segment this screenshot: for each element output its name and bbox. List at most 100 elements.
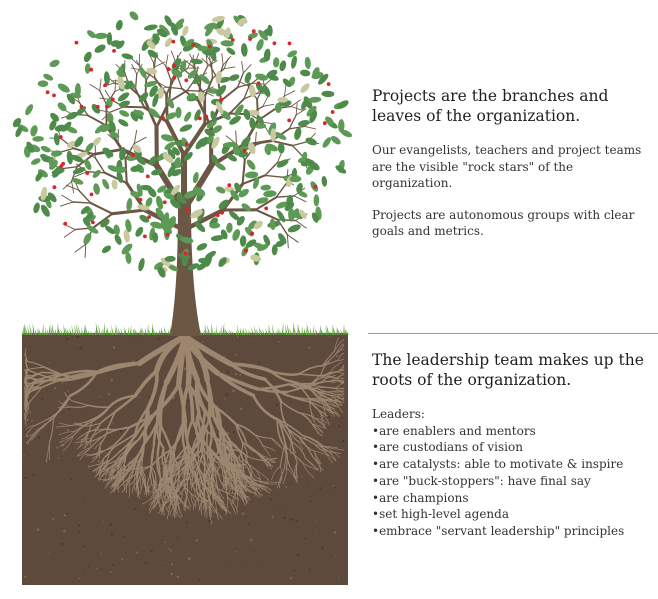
- root: [196, 475, 202, 488]
- branch: [181, 122, 207, 158]
- leaf: [148, 108, 160, 118]
- root: [228, 480, 236, 493]
- grass-blade: [147, 323, 149, 335]
- soil-speck: [289, 517, 291, 520]
- soil-speck: [167, 547, 170, 550]
- grass-blade: [340, 328, 343, 335]
- leader-trait: are champions: [372, 490, 654, 507]
- grass-blade: [160, 327, 163, 335]
- leaf: [106, 32, 113, 45]
- soil-speck: [170, 563, 174, 566]
- branch: [72, 201, 92, 204]
- soil-speck: [320, 434, 324, 437]
- root: [64, 393, 75, 402]
- root: [314, 417, 328, 424]
- leaf: [287, 50, 298, 58]
- soil-speck: [66, 429, 70, 432]
- leaf: [66, 150, 73, 165]
- branch: [201, 58, 211, 67]
- leaf: [279, 60, 287, 72]
- grass-blade: [242, 327, 244, 335]
- soil-speck: [297, 343, 299, 345]
- berry: [287, 41, 292, 46]
- soil-speck: [337, 577, 340, 579]
- roots-section: The leadership team makes up the roots o…: [372, 350, 654, 540]
- branch: [165, 119, 187, 158]
- leaf: [157, 266, 166, 278]
- soil-speck: [56, 446, 59, 449]
- soil-speck: [53, 387, 57, 390]
- root: [286, 467, 298, 484]
- root: [25, 391, 29, 414]
- soil-speck: [271, 516, 274, 519]
- root: [256, 470, 262, 483]
- leaf: [49, 119, 57, 131]
- leaf: [288, 207, 295, 222]
- leaf: [117, 75, 125, 90]
- root: [323, 446, 345, 451]
- root: [23, 412, 27, 422]
- grass-blade: [74, 324, 77, 335]
- leaf: [115, 166, 127, 173]
- soil-speck: [193, 439, 195, 441]
- leaf: [209, 222, 221, 229]
- root: [302, 462, 318, 471]
- leaf: [243, 109, 251, 120]
- soil-speck: [96, 567, 99, 570]
- branch: [130, 57, 141, 67]
- grass-blade: [63, 323, 66, 335]
- root: [319, 445, 334, 454]
- grass-blade: [106, 326, 110, 335]
- root: [214, 406, 238, 426]
- root: [251, 480, 262, 492]
- root: [76, 441, 90, 450]
- soil-speck: [46, 389, 48, 392]
- root: [285, 423, 297, 440]
- root: [277, 418, 303, 437]
- berry: [322, 121, 327, 126]
- root: [121, 468, 123, 481]
- grass-blade: [65, 327, 68, 335]
- leaf: [234, 104, 244, 117]
- branch: [133, 129, 138, 144]
- root: [135, 475, 141, 491]
- branch: [183, 59, 194, 68]
- root: [236, 460, 245, 479]
- berry: [330, 110, 335, 114]
- berry: [145, 174, 150, 179]
- root: [218, 497, 232, 515]
- root: [312, 384, 335, 390]
- root: [114, 394, 137, 413]
- root: [125, 477, 129, 494]
- grass-blade: [81, 326, 83, 335]
- root: [167, 484, 174, 501]
- soil-speck: [65, 337, 69, 341]
- grass-blade: [83, 324, 86, 335]
- root: [240, 488, 246, 506]
- leaf: [84, 159, 92, 170]
- root: [96, 468, 110, 475]
- soil-speck: [293, 569, 296, 572]
- root: [295, 439, 304, 451]
- root: [322, 447, 337, 461]
- grass-blade: [134, 328, 138, 335]
- grass-blade: [101, 328, 103, 335]
- root: [87, 422, 101, 433]
- leaf: [135, 226, 144, 237]
- branch: [197, 100, 213, 129]
- leaf: [278, 233, 287, 245]
- soil-speck: [201, 341, 204, 343]
- leaf: [125, 252, 132, 264]
- soil-speck: [291, 518, 295, 521]
- root: [115, 432, 137, 447]
- root: [302, 462, 315, 479]
- leaf: [170, 22, 179, 36]
- soil-speck: [259, 374, 261, 377]
- root: [290, 440, 298, 463]
- root: [149, 487, 160, 501]
- branch: [60, 201, 74, 207]
- soil-speck: [150, 549, 153, 553]
- soil-speck: [304, 537, 306, 540]
- berry: [91, 220, 95, 225]
- leaf: [80, 206, 90, 215]
